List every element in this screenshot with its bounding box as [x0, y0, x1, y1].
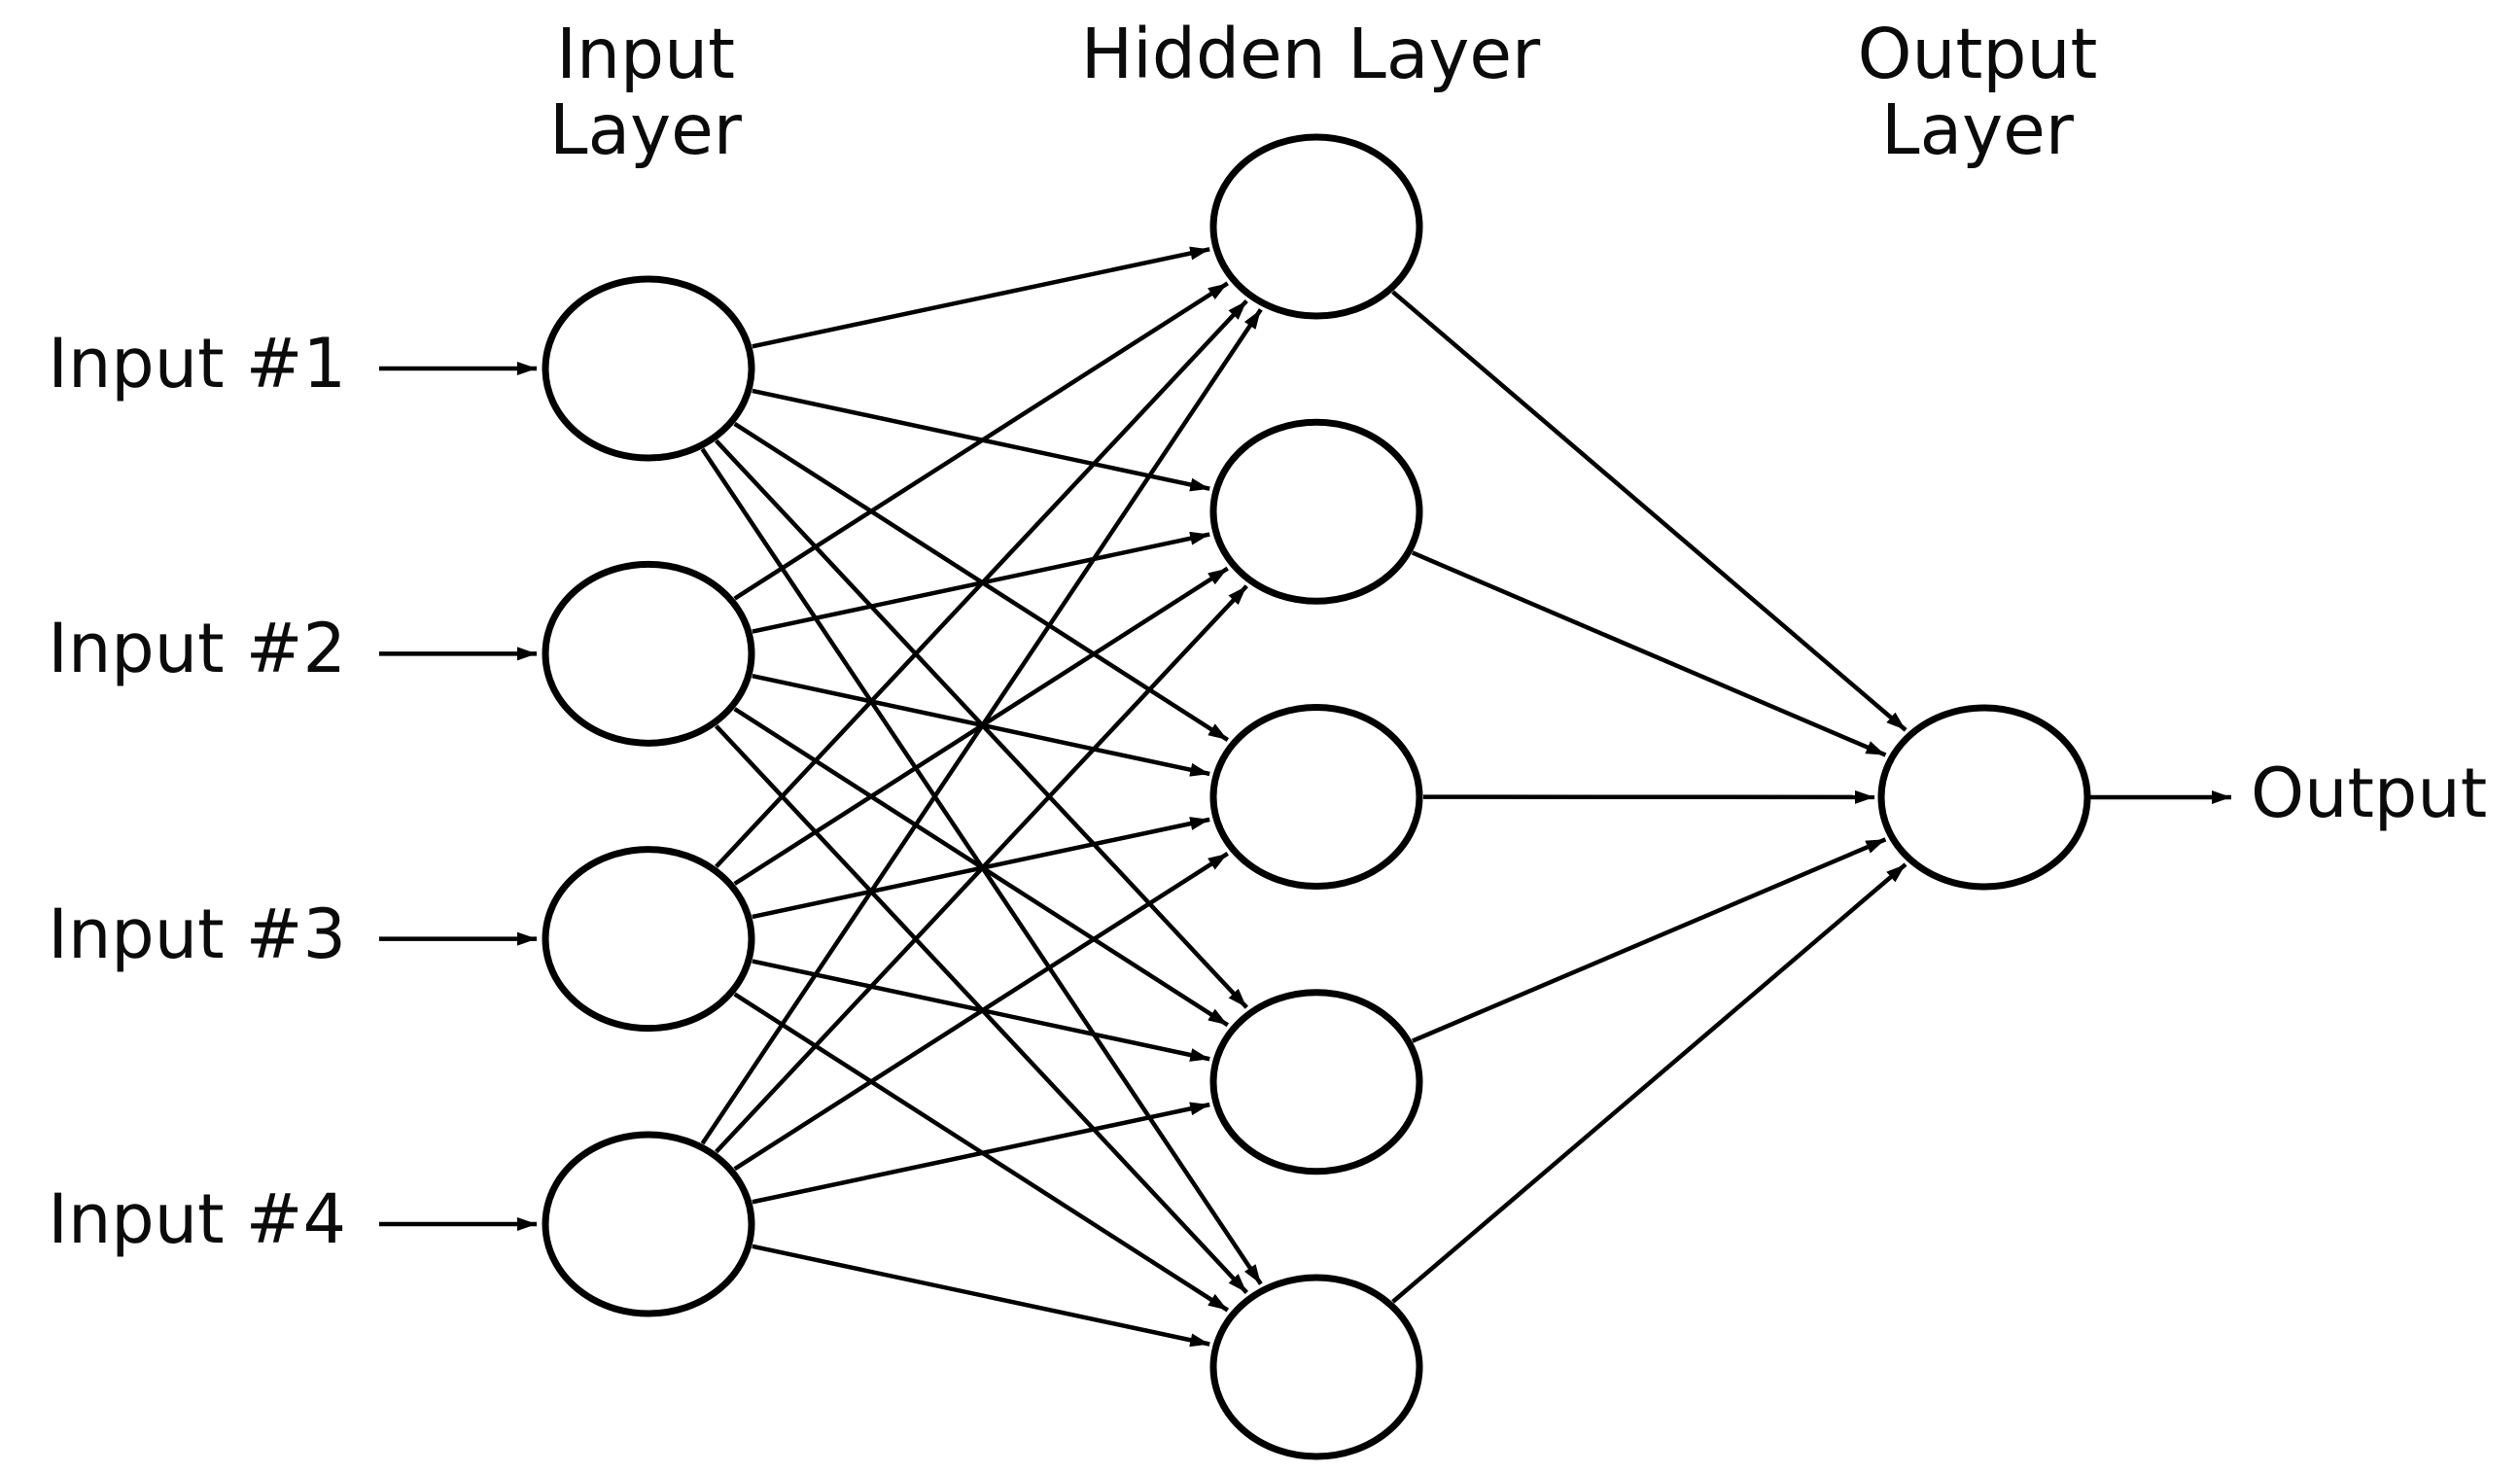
- hidden-node-2: [1209, 418, 1423, 605]
- input-node-3: [542, 846, 755, 1033]
- input-2-label: Input #2: [48, 609, 346, 688]
- output-layer-header-line2: Layer: [1881, 89, 2075, 170]
- hidden-node-1: [1209, 133, 1423, 320]
- column-headers: Input Layer Hidden Layer Output Layer: [549, 14, 2097, 170]
- input-node-1: [542, 275, 755, 462]
- output-node: [1877, 704, 2091, 891]
- input-layer-header-line2: Layer: [549, 89, 743, 170]
- edge-hidden2-output: [1411, 550, 1887, 757]
- input-output-arrows: [379, 362, 2231, 1231]
- input-node-4: [542, 1131, 755, 1317]
- output-layer-header-line1: Output: [1858, 14, 2098, 94]
- input-3-label: Input #3: [48, 894, 346, 974]
- hidden-layer-header: Hidden Layer: [1081, 14, 1541, 94]
- edge-hidden1-output: [1391, 290, 1908, 732]
- input-4-label: Input #4: [48, 1179, 346, 1259]
- input-layer-header-line1: Input: [556, 14, 735, 94]
- edge-input4-hidden4: [752, 1102, 1210, 1205]
- hidden-node-4: [1209, 989, 1423, 1175]
- edge-input3-hidden1: [715, 298, 1248, 868]
- edge-input4-hidden1: [700, 308, 1263, 1145]
- hidden-node-5: [1209, 1274, 1423, 1460]
- edge-input2-hidden1: [733, 281, 1229, 601]
- output-label: Output: [2251, 754, 2487, 833]
- edge-input4-hidden5: [752, 1244, 1210, 1348]
- edge-input4-hidden3: [733, 851, 1229, 1172]
- hidden-node-3: [1209, 704, 1423, 890]
- edge-hidden5-output: [1391, 862, 1908, 1304]
- input-1-label: Input #1: [48, 324, 346, 403]
- input-node-2: [542, 560, 755, 747]
- input-labels: Input #1 Input #2 Input #3 Input #4: [48, 324, 346, 1259]
- neuron-nodes: [542, 133, 2091, 1460]
- edge-hidden4-output: [1411, 837, 1887, 1043]
- edge-input1-hidden1: [752, 246, 1210, 349]
- edge-input4-hidden2: [715, 584, 1248, 1154]
- connection-edges: [700, 246, 1908, 1348]
